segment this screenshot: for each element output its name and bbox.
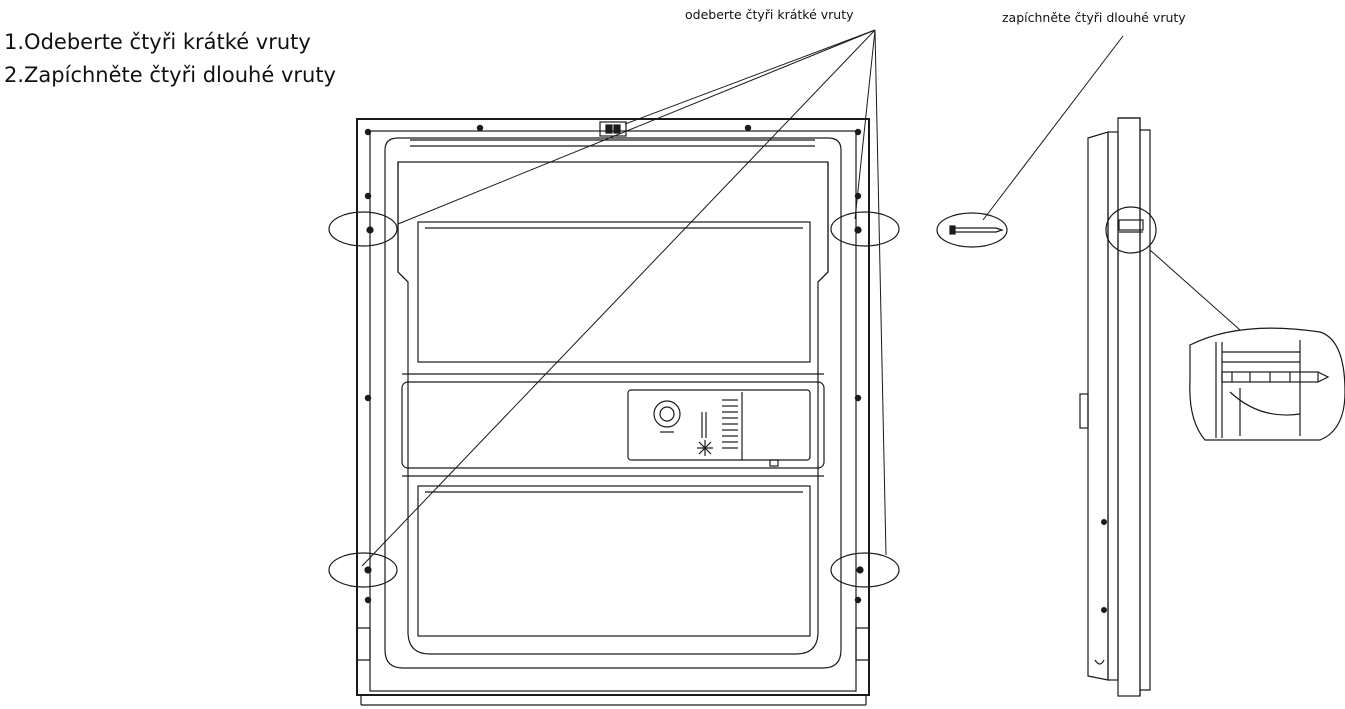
long-screw-detail: [936, 35, 1124, 248]
hinge-magnifier: [1105, 206, 1157, 254]
detergent-dispenser: [627, 389, 811, 461]
star-symbol: [697, 440, 713, 456]
remove-callout-leaders: [361, 29, 887, 567]
door-side-view: [1079, 117, 1241, 697]
rinse-aid-dial: [653, 400, 681, 428]
side-door-panel: [1117, 117, 1141, 697]
highlight-top-left: [328, 211, 398, 247]
long-screw-highlight: [936, 212, 1008, 248]
hinge-detail-zoom: [1189, 327, 1345, 441]
door-front-view: [328, 118, 900, 706]
detergent-band: [401, 381, 825, 469]
door-latch: [599, 121, 627, 137]
callout-insert-long-screws: zapíchněte čtyři dlouhé vruty: [1002, 10, 1186, 25]
long-screw-icon: [949, 225, 1004, 235]
insert-callout-leader: [982, 35, 1124, 221]
step-insert-long-screws: 2.Zapíchněte čtyři dlouhé vruty: [4, 63, 336, 87]
step-remove-short-screws: 1.Odeberte čtyři krátké vruty: [4, 30, 311, 54]
door-inner-liner: [384, 137, 842, 669]
door-outer-frame: [356, 118, 870, 696]
callout-remove-short-screws: odeberte čtyři krátké vruty: [685, 7, 854, 22]
lower-panel: [417, 485, 811, 637]
rim-screws: [364, 124, 864, 604]
short-screw-highlights: [328, 211, 900, 588]
zoom-outline: [1189, 327, 1345, 441]
dispenser-grille: [722, 399, 738, 449]
highlight-top-right: [830, 211, 900, 247]
door-inner-frame: [369, 130, 857, 692]
upper-panel: [417, 221, 811, 363]
highlight-bottom-left: [328, 552, 398, 588]
instruction-steps: 1.Odeberte čtyři krátké vruty 2.Zapíchně…: [4, 26, 336, 92]
highlight-bottom-right: [830, 552, 900, 588]
